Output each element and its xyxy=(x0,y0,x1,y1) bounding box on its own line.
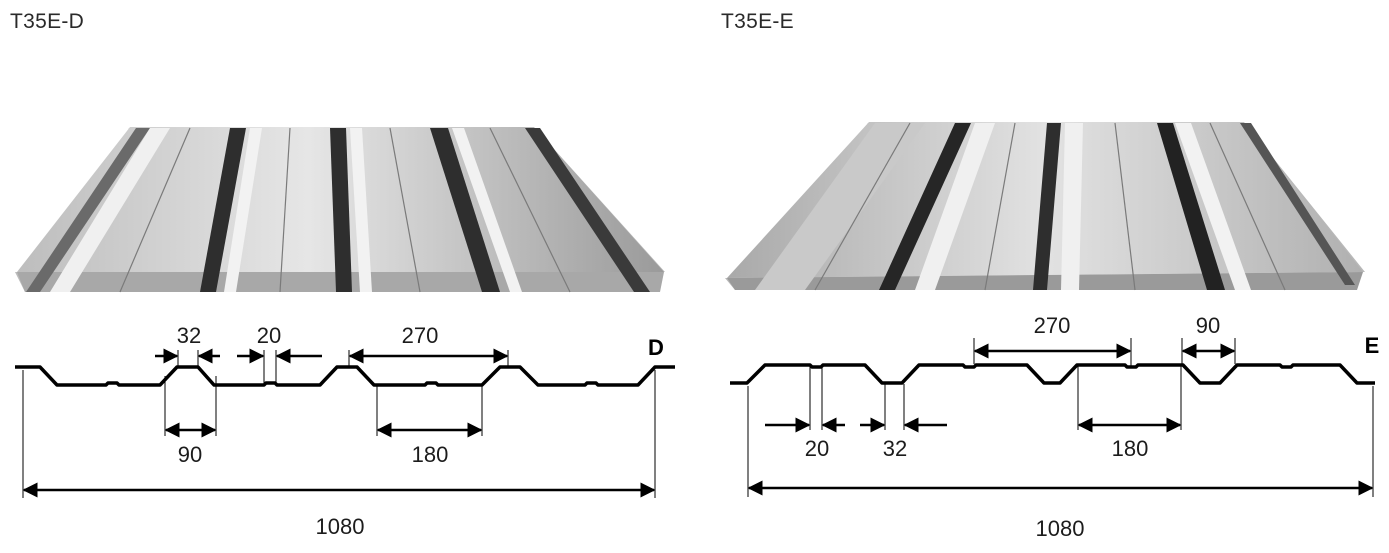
diagram-d: 32 20 270 90 180 1080 D xyxy=(15,127,675,539)
dim-label-32: 32 xyxy=(177,323,201,348)
extension-lines-d xyxy=(22,350,656,498)
panel-title-e: T35E-E xyxy=(721,10,794,33)
dim-label-20: 20 xyxy=(257,323,281,348)
panel-t35e-d: T35E-D xyxy=(0,0,694,553)
profile-letter-d: D xyxy=(648,335,664,360)
dim-label-270: 270 xyxy=(402,323,439,348)
dim-label-180: 180 xyxy=(412,442,449,467)
dim-label-1080: 1080 xyxy=(1036,516,1085,541)
profile-letter-e: E xyxy=(1365,333,1380,358)
diagram-e: 270 90 20 32 180 1080 E xyxy=(725,122,1380,541)
dim-label-270: 270 xyxy=(1034,313,1071,338)
panel-title-d: T35E-D xyxy=(10,10,85,33)
profile-line-e xyxy=(730,363,1375,385)
dim-label-90: 90 xyxy=(1196,313,1220,338)
sheet-illustration-d xyxy=(15,127,665,293)
dimension-arrows-e xyxy=(747,343,1374,496)
dim-label-180: 180 xyxy=(1112,436,1149,461)
panel-t35e-e: T35E-E xyxy=(695,0,1389,553)
dimension-arrows-d xyxy=(22,348,656,498)
sheet-illustration-e xyxy=(725,122,1365,291)
dim-label-90: 90 xyxy=(178,442,202,467)
profile-line-d xyxy=(15,365,675,387)
extension-lines-e xyxy=(747,338,1374,497)
dim-label-32: 32 xyxy=(883,436,907,461)
dim-label-20: 20 xyxy=(805,436,829,461)
dim-label-1080: 1080 xyxy=(316,514,365,539)
